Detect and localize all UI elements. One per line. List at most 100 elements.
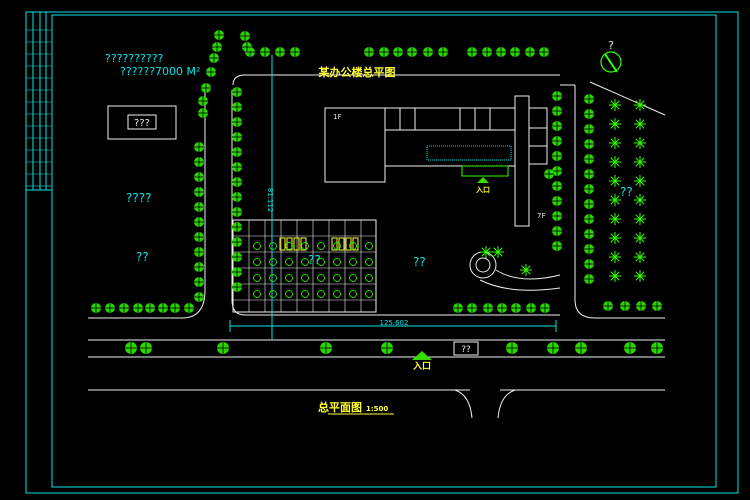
tree-icon <box>275 47 285 57</box>
tree-icon <box>232 222 242 232</box>
tree-icon <box>232 147 242 157</box>
tree-icon <box>214 30 224 40</box>
tree-icon <box>438 47 448 57</box>
tree-icon <box>584 169 594 179</box>
shrub-icon <box>609 137 621 149</box>
shrub-icon <box>609 99 621 111</box>
tree-icon <box>170 303 180 313</box>
tree-icon <box>184 303 194 313</box>
road-box-label: ?? <box>461 345 471 355</box>
shrub-icon <box>634 175 646 187</box>
shrub-icon <box>634 194 646 206</box>
tree-icon <box>194 217 204 227</box>
tree-icon <box>584 199 594 209</box>
tree-icon <box>290 47 300 57</box>
east-label: ?? <box>620 185 633 199</box>
tree-icon <box>232 282 242 292</box>
tree-icon <box>482 47 492 57</box>
inner-frame <box>51 14 717 488</box>
tree-icon <box>539 47 549 57</box>
shrub-icon <box>492 246 504 258</box>
tree-icon <box>636 301 646 311</box>
tree-icon <box>232 117 242 127</box>
label-7f: 7F <box>537 212 545 220</box>
tree-icon <box>232 252 242 262</box>
shrub-icon <box>634 118 646 130</box>
tree-icon <box>544 169 554 179</box>
tree-icon <box>232 87 242 97</box>
dimension-lines <box>229 55 557 340</box>
tree-icon <box>552 241 562 251</box>
tree-icon <box>584 94 594 104</box>
parking-label: ?? <box>308 253 321 267</box>
tree-icon <box>496 47 506 57</box>
tree-icon <box>467 303 477 313</box>
tree-icon <box>91 303 101 313</box>
tree-icon <box>407 47 417 57</box>
tree-icon <box>552 151 562 161</box>
parking-area <box>232 219 377 313</box>
horizontal-dimension: 125.602 <box>380 319 409 327</box>
tree-icon <box>552 211 562 221</box>
title-block <box>26 12 52 191</box>
shrub-icon <box>634 99 646 111</box>
tree-icon <box>624 342 636 354</box>
tree-icon <box>232 132 242 142</box>
shrub-icon <box>609 156 621 168</box>
shrub-icon <box>609 213 621 225</box>
shrub-icon <box>634 156 646 168</box>
tree-icon <box>198 96 208 106</box>
tree-icon <box>158 303 168 313</box>
tree-icon <box>194 292 204 302</box>
tree-icon <box>194 262 204 272</box>
tree-icon <box>552 106 562 116</box>
tree-icon <box>194 187 204 197</box>
tree-icon <box>232 207 242 217</box>
tree-icon <box>194 202 204 212</box>
tree-icon <box>232 267 242 277</box>
drawing-caption: 总平面图 <box>318 400 362 414</box>
north-label: ? <box>608 39 614 52</box>
tree-icon <box>552 181 562 191</box>
tree-icon <box>194 172 204 182</box>
tree-icon <box>652 301 662 311</box>
tree-icon <box>584 124 594 134</box>
tree-icon <box>381 342 393 354</box>
tree-icon <box>552 121 562 131</box>
tree-icon <box>497 303 507 313</box>
shrub-icon <box>609 251 621 263</box>
tree-icon <box>232 237 242 247</box>
shrub-icon <box>634 270 646 282</box>
tree-icon <box>651 342 663 354</box>
tree-icon <box>212 42 222 52</box>
tree-icon <box>547 342 559 354</box>
tree-icon <box>232 177 242 187</box>
tree-icon <box>217 342 229 354</box>
tree-icon <box>260 47 270 57</box>
tree-icon <box>584 154 594 164</box>
tree-icon <box>379 47 389 57</box>
tree-icon <box>240 31 250 41</box>
label-1f: 1F <box>333 113 341 121</box>
shrub-icon <box>634 232 646 244</box>
tree-icon <box>119 303 129 313</box>
tree-icon <box>232 162 242 172</box>
office-building <box>324 95 548 227</box>
area-text-line2: ??????7000 M² <box>120 65 200 78</box>
tree-icon <box>584 229 594 239</box>
road-lines <box>88 74 666 419</box>
north-arrow <box>600 51 622 73</box>
tree-icon <box>552 136 562 146</box>
shrub-icon <box>609 194 621 206</box>
tree-icon <box>194 142 204 152</box>
tree-icon <box>552 91 562 101</box>
tree-icon <box>242 42 252 52</box>
shrub-icon <box>609 270 621 282</box>
shrub-icon <box>609 175 621 187</box>
drawing-scale: 1:500 <box>366 405 388 413</box>
tree-icon <box>125 342 137 354</box>
tree-icon <box>575 342 587 354</box>
tree-icon <box>194 232 204 242</box>
drawing-title: 某办公楼总平图 <box>318 65 396 79</box>
